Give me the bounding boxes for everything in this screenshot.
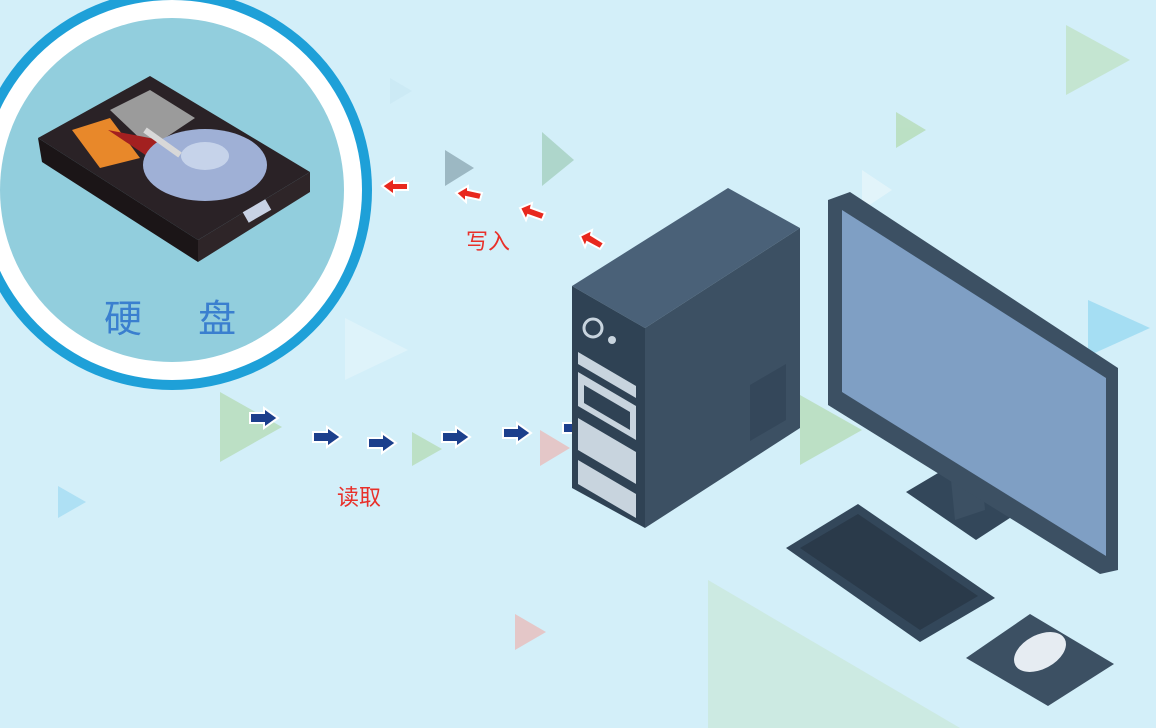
keyboard <box>786 504 995 642</box>
hard-disk-icon <box>38 76 310 262</box>
background-triangles <box>58 25 1150 728</box>
read-label: 读取 <box>337 486 382 511</box>
computer-monitor <box>828 192 1118 574</box>
write-label: 写入 <box>466 230 511 255</box>
hard-disk-label: 硬 盘 <box>104 297 259 341</box>
mouse <box>1014 632 1066 672</box>
computer-tower <box>572 188 800 528</box>
write-arrows <box>380 176 606 251</box>
